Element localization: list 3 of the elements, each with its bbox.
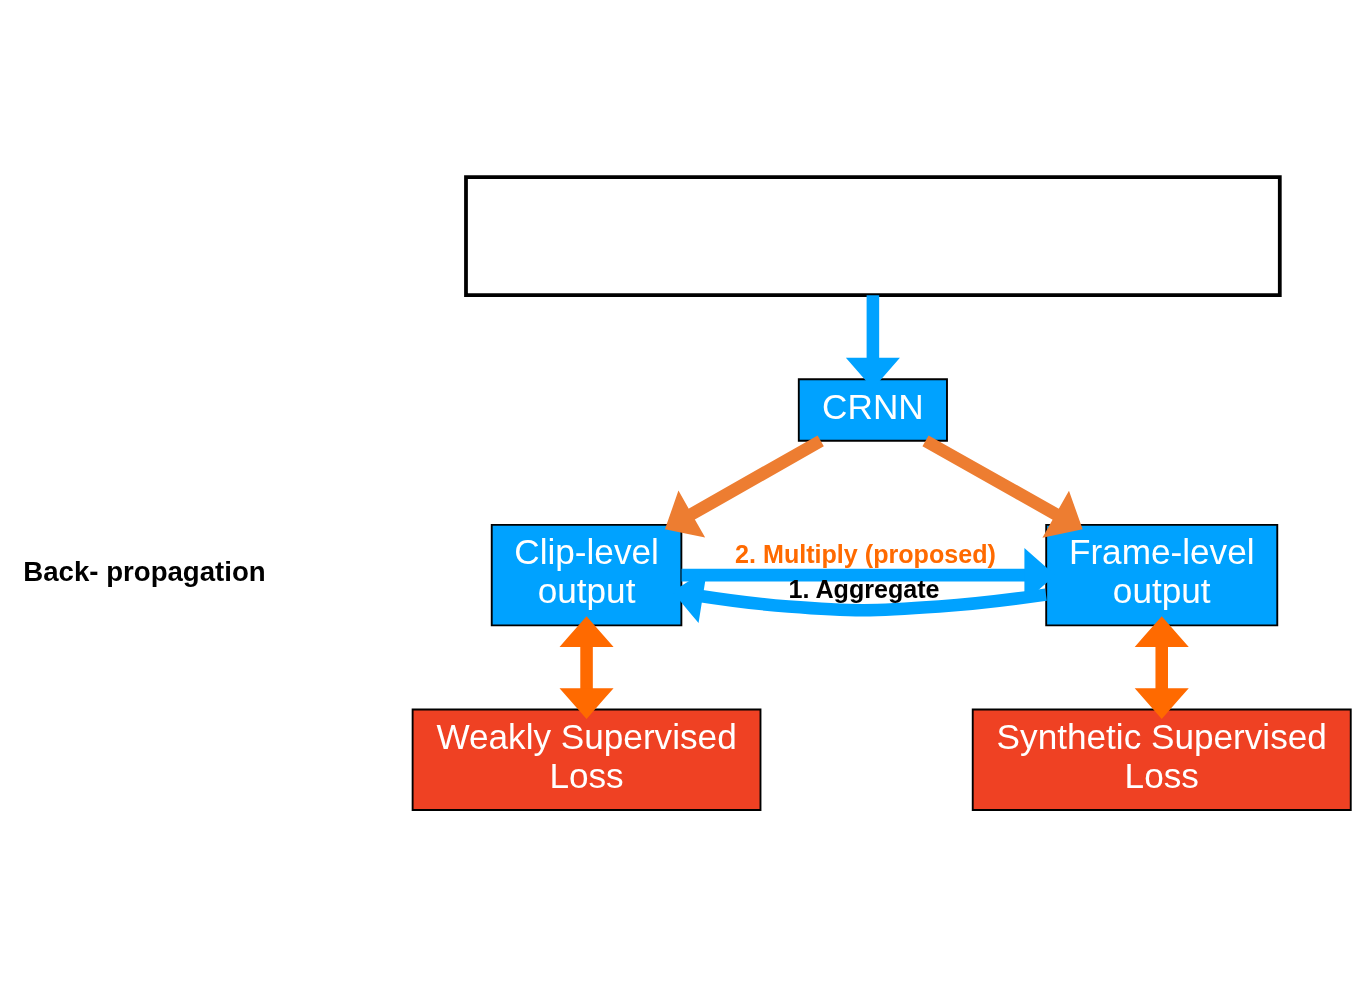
edge-label: 2. Multiply (proposed) [735, 539, 996, 568]
label: Back- propagation [23, 555, 266, 587]
edge-label: 1. Aggregate [788, 574, 940, 603]
